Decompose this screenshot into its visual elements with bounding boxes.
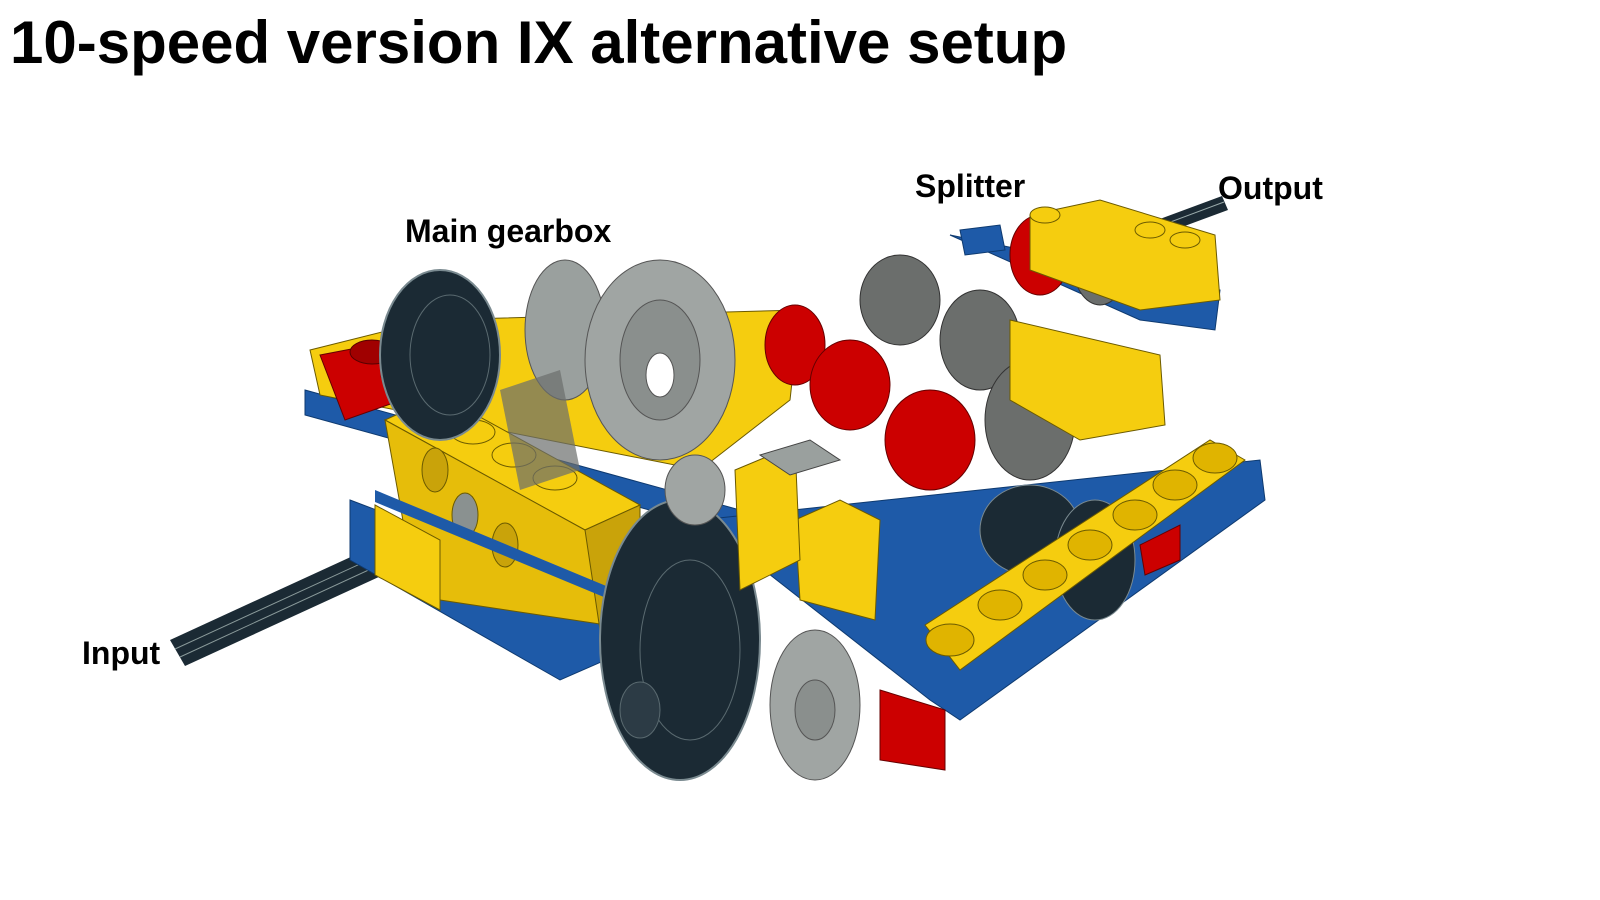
page-title: 10-speed version IX alternative setup — [10, 9, 1068, 76]
splitter-frame — [734, 199, 1221, 621]
bottom-gray-gear — [769, 524, 1181, 781]
yellow-liftarm — [924, 439, 1246, 671]
label-main-gearbox: Main gearbox — [405, 213, 612, 249]
label-splitter: Splitter — [915, 168, 1026, 204]
gray-gears-main — [500, 259, 736, 526]
black-gear-rear — [379, 269, 501, 441]
label-input: Input — [82, 635, 161, 671]
label-output: Output — [1218, 170, 1323, 206]
black-gear-front — [599, 499, 761, 781]
